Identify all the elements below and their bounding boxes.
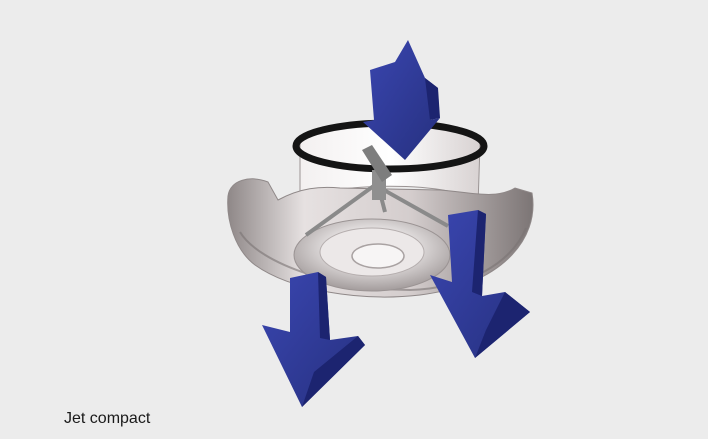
down-arrow-airflow-icon <box>262 272 365 407</box>
diffuser-inner-bowl <box>293 218 451 292</box>
central-mount <box>304 145 449 237</box>
down-arrow-airflow-icon <box>430 210 530 358</box>
figure-caption: Jet compact <box>64 410 151 427</box>
inflow-arrow-icon <box>363 40 440 160</box>
